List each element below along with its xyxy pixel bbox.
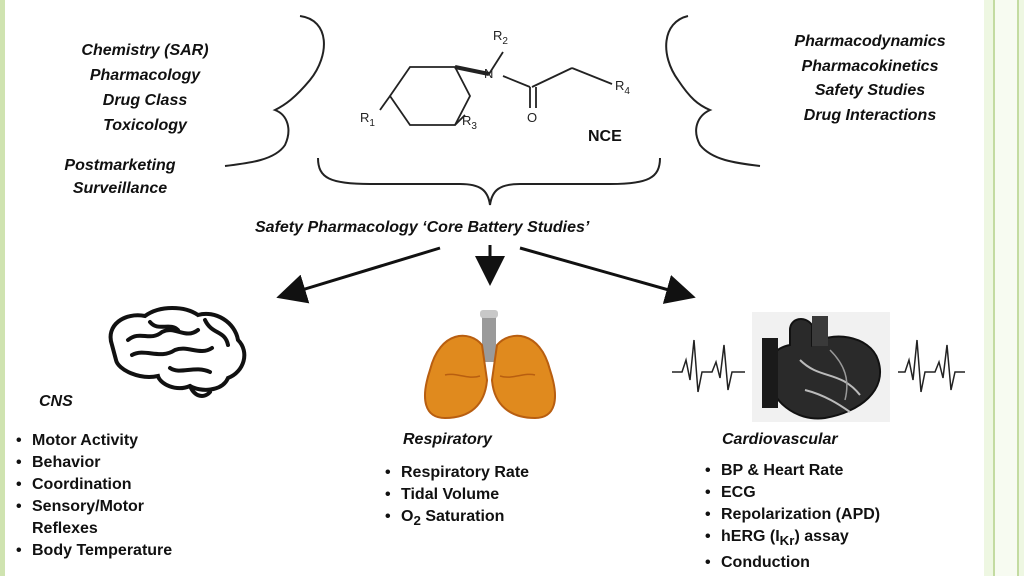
list-item: Motor Activity (16, 430, 172, 452)
left-brace (224, 15, 325, 167)
ecg-trace-right (898, 339, 965, 393)
topic-toxicology: Toxicology (103, 117, 187, 134)
list-item: O2 Saturation (385, 506, 529, 532)
cardiovascular-list: BP & Heart Rate ECG Repolarization (APD)… (705, 460, 880, 574)
topic-chemistry: Chemistry (SAR) (81, 42, 209, 59)
brain-icon (108, 306, 247, 398)
list-item: Behavior (16, 452, 172, 474)
list-item: Coordination (16, 474, 172, 496)
topic-drug-interactions: Drug Interactions (803, 106, 937, 124)
respiratory-title: Respiratory (403, 431, 492, 448)
list-item-line1: Sensory/Motor (32, 498, 145, 515)
herg-text: hERG (I (721, 528, 780, 545)
topic-pharmacodynamics: Pharmacodynamics (794, 33, 946, 50)
topic-drug-class: Drug Class (102, 92, 188, 109)
list-item: BP & Heart Rate (705, 460, 880, 482)
topic-pharmacology: Pharmacology (89, 67, 201, 84)
n-label: N (484, 66, 493, 81)
cns-title: CNS (39, 393, 73, 410)
r3-label: R3 (462, 113, 477, 132)
herg-subscript: Kr (779, 533, 795, 549)
o2-text: Saturation (420, 508, 505, 525)
list-item: Conduction (705, 552, 880, 574)
r2-label: R2 (493, 28, 508, 47)
molecule-structure (379, 51, 613, 126)
list-item: Respiratory Rate (385, 462, 529, 484)
arrow-left (276, 246, 441, 304)
list-item: Tidal Volume (385, 484, 529, 506)
postmarketing-label: Postmarketing Surveillance (20, 154, 220, 200)
topic-safety-studies: Safety Studies (814, 82, 926, 99)
postmarketing-line1: Postmarketing (64, 157, 176, 174)
ecg-trace-left (672, 339, 745, 393)
list-item: Repolarization (APD) (705, 504, 880, 526)
topic-pharmacokinetics: Pharmacokinetics (801, 57, 939, 75)
cardiovascular-title: Cardiovascular (722, 431, 838, 448)
right-frame-stripe (993, 0, 1019, 576)
r1-label: R1 (360, 110, 375, 129)
core-battery-heading: Safety Pharmacology ‘Core Battery Studie… (255, 219, 590, 236)
postmarketing-line2: Surveillance (72, 180, 168, 197)
herg-text-end: ) assay (794, 528, 849, 545)
left-topic-list: Chemistry (SAR) Pharmacology Drug Class … (30, 38, 260, 138)
o-label: O (527, 110, 537, 125)
right-brace (665, 15, 761, 167)
left-frame-border (0, 0, 5, 576)
o2-symbol: O (401, 508, 414, 525)
heart-icon (752, 312, 890, 422)
nce-label: NCE (588, 128, 622, 145)
bottom-brace (317, 157, 661, 206)
respiratory-list: Respiratory Rate Tidal Volume O2 Saturat… (385, 462, 529, 532)
right-topic-list: Pharmacodynamics Pharmacokinetics Safety… (740, 30, 1000, 128)
cns-list: Motor Activity Behavior Coordination Sen… (16, 430, 172, 562)
lungs-icon (424, 310, 556, 420)
r4-label: R4 (615, 78, 630, 97)
arrow-right (519, 246, 696, 304)
list-item-line2: Reflexes (32, 520, 98, 537)
list-item: ECG (705, 482, 880, 504)
list-item: Body Temperature (16, 540, 172, 562)
list-item: hERG (IKr) assay (705, 526, 880, 552)
o2-subscript: 2 (413, 513, 421, 529)
